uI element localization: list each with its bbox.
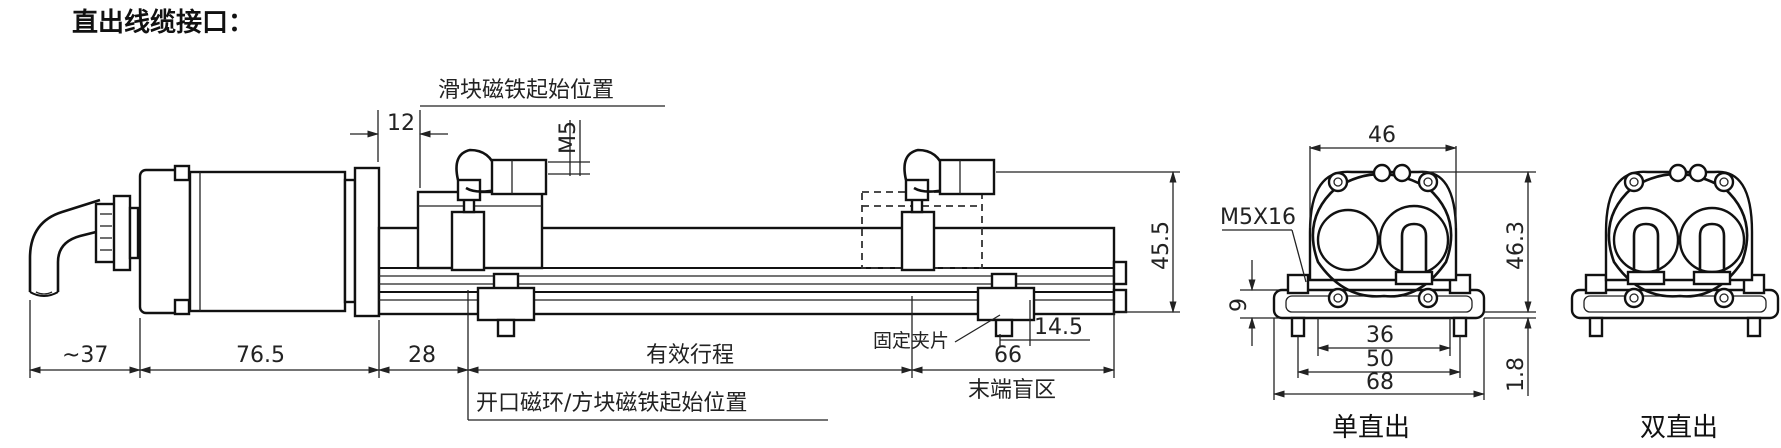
dim-46-3: 46.3	[1504, 221, 1529, 270]
dim-45-5: 45.5	[1149, 221, 1174, 270]
sensor-head	[138, 164, 381, 318]
fixing-clamp-left	[476, 272, 536, 338]
caption-single: 单直出	[1332, 413, 1410, 443]
cable-elbow	[28, 194, 140, 297]
dim-50: 50	[1366, 347, 1394, 372]
label-stroke: 有效行程	[646, 343, 734, 368]
dim-9: 9	[1227, 298, 1252, 312]
dim-36: 36	[1366, 323, 1394, 348]
label-end-zone: 末端盲区	[968, 378, 1056, 403]
dim-37: ~37	[62, 343, 108, 368]
side-view: 12 滑块磁铁起始位置 M5 45.5 ~37 76.5 28 有效行程 66	[28, 78, 1180, 421]
label-magnet-start: 开口磁环/方块磁铁起始位置	[476, 391, 747, 416]
dim-66: 66	[994, 343, 1022, 368]
dim-12: 12	[387, 111, 415, 136]
fixing-clamp-right	[976, 272, 1036, 338]
dim-screw: M5X16	[1220, 205, 1296, 230]
dim-28: 28	[408, 343, 436, 368]
dim-76-5: 76.5	[236, 343, 285, 368]
dim-68: 68	[1366, 370, 1394, 395]
dim-46: 46	[1368, 123, 1396, 148]
end-view-double: 双直出	[1570, 163, 1780, 443]
dim-m5: M5	[556, 121, 581, 154]
end-view-single: 46 46.3 1.8 M5X16 9 36 50 68 单直出	[1220, 123, 1536, 443]
slider-right	[861, 148, 996, 272]
dim-14-5: 14.5	[1034, 315, 1083, 340]
dim-1-8: 1.8	[1504, 357, 1529, 392]
label-clamp: 固定夹片	[873, 330, 949, 352]
slider-left	[416, 148, 548, 272]
caption-double: 双直出	[1640, 413, 1718, 443]
page-title: 直出线缆接口：	[72, 7, 254, 38]
label-slider-start: 滑块磁铁起始位置	[438, 78, 614, 103]
